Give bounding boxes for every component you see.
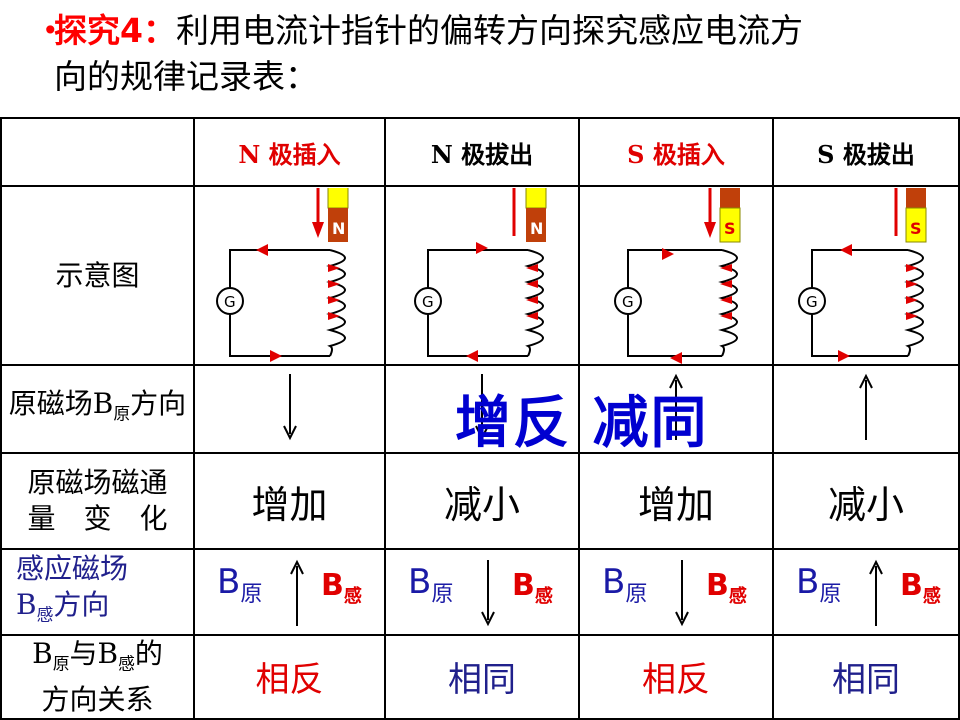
- relation-row: B原与B感的方向关系 相反 相同 相反 相同: [0, 634, 960, 720]
- relation-cell: 相反: [193, 634, 386, 720]
- b-induced-label: B感: [512, 568, 553, 607]
- b-orig-label: B原: [602, 562, 648, 607]
- svg-text:G: G: [622, 293, 634, 311]
- diagram-s-insert: S G: [578, 185, 774, 366]
- flux-change-label: 原磁场磁通量 变 化: [0, 452, 195, 550]
- flux-change-cell: 增加: [193, 452, 386, 550]
- arrow-down-icon: [282, 374, 297, 441]
- page-title: •探究4：利用电流计指针的偏转方向探究感应电流方 向的规律记录表：: [42, 8, 954, 100]
- relation-cell: 相同: [772, 634, 960, 720]
- flux-change-cell: 减小: [772, 452, 960, 550]
- orig-field-cell: [193, 364, 386, 454]
- orig-field-label: 原磁场B原方向: [0, 364, 195, 454]
- diagram-n-insert: N G: [193, 185, 386, 366]
- circuit-diagram-icon: S G: [798, 187, 927, 362]
- arrow-up-icon: [869, 559, 883, 626]
- diagram-row: 示意图 N G: [0, 185, 960, 366]
- orig-field-cell: [772, 364, 960, 454]
- svg-text:G: G: [806, 293, 818, 311]
- svg-text:N: N: [530, 219, 543, 238]
- arrow-up-icon: [290, 559, 304, 626]
- svg-text:S: S: [910, 219, 922, 238]
- b-induced-label: B感: [321, 568, 362, 607]
- arrow-down-icon: [481, 560, 495, 627]
- induced-field-cell: B原 B感: [384, 548, 580, 636]
- rule-overlay-text: 增反 减同: [455, 391, 709, 456]
- header-s-insert: S 极插入: [578, 117, 774, 187]
- b-induced-label: B感: [900, 568, 941, 607]
- flux-change-cell: 减小: [384, 452, 580, 550]
- induced-field-cell: B原 B感: [578, 548, 774, 636]
- orig-field-cell: [578, 364, 774, 454]
- svg-text:S: S: [724, 219, 736, 238]
- circuit-diagram-icon: N G: [414, 187, 547, 362]
- corner-cell: [0, 117, 195, 187]
- svg-text:G: G: [422, 293, 434, 311]
- relation-label: B原与B感的方向关系: [0, 634, 195, 720]
- bullet-icon: •: [42, 14, 59, 47]
- magnet-pole-label: N: [332, 219, 345, 238]
- arrow-down-icon: [675, 560, 689, 627]
- b-orig-label: B原: [217, 562, 263, 607]
- arrow-up-icon: [669, 373, 683, 440]
- flux-change-cell: 增加: [578, 452, 774, 550]
- b-orig-label: B原: [796, 562, 842, 607]
- orig-field-cell: [384, 364, 580, 454]
- orig-field-row: 原磁场B原方向: [0, 364, 960, 454]
- header-n-insert: N 极插入: [193, 117, 386, 187]
- record-table: N 极插入 N 极拔出 S 极插入 S 极拔出 示意图 N: [0, 117, 960, 720]
- arrow-down-icon: [475, 374, 489, 441]
- header-n-withdraw: N 极拔出: [384, 117, 580, 187]
- title-text-line2: 向的规律记录表：: [54, 57, 318, 96]
- b-orig-label: B原: [408, 562, 454, 607]
- diagram-n-withdraw: N G: [384, 185, 580, 366]
- header-s-withdraw: S 极拔出: [772, 117, 960, 187]
- circuit-diagram-icon: N G: [215, 187, 348, 362]
- svg-text:G: G: [224, 293, 236, 311]
- relation-cell: 相同: [384, 634, 580, 720]
- diagram-s-withdraw: S G: [772, 185, 960, 366]
- header-row: N 极插入 N 极拔出 S 极插入 S 极拔出: [0, 117, 960, 187]
- arrow-up-icon: [859, 373, 873, 440]
- title-tag: 探究4：: [54, 11, 176, 50]
- b-induced-label: B感: [706, 568, 747, 607]
- induced-field-cell: B原 B感: [193, 548, 386, 636]
- circuit-diagram-icon: S G: [614, 187, 741, 364]
- flux-change-row: 原磁场磁通量 变 化 增加 减小 增加 减小: [0, 452, 960, 550]
- induced-field-cell: B原 B感: [772, 548, 960, 636]
- diagram-label: 示意图: [0, 185, 195, 366]
- relation-cell: 相反: [578, 634, 774, 720]
- title-text-line1: 利用电流计指针的偏转方向探究感应电流方: [175, 11, 803, 50]
